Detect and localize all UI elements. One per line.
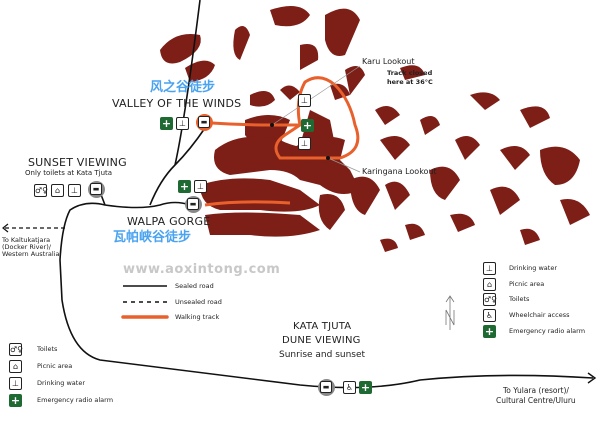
legend-left-alarm: Emergency radio alarm — [37, 396, 114, 404]
to-east-label-2: Cultural Centre/Uluru — [496, 396, 576, 405]
car-icon: ▬ — [320, 381, 332, 393]
watermark: www.aoxintong.com — [123, 262, 281, 277]
legend-unsealed-road: Unsealed road — [175, 298, 222, 306]
drinking-water-icon: ⊥ — [298, 137, 311, 150]
kata-tjuta-rocks — [160, 6, 590, 252]
picnic-icon: ⌂ — [51, 184, 64, 197]
wheelchair-icon: ♿ — [483, 309, 496, 322]
to-west-label-3: Western Australia — [2, 250, 60, 258]
dune-viewing-title-1: KATA TJUTA — [293, 321, 352, 332]
sunset-note: Only toilets at Kata Tjuta — [25, 169, 113, 177]
first-aid-icon: + — [160, 117, 173, 130]
legend-sealed-road: Sealed road — [175, 282, 214, 290]
karingana-lookout-label: Karingana Lookout — [362, 167, 437, 176]
first-aid-icon: + — [9, 394, 22, 407]
legend-right-water: Drinking water — [509, 264, 558, 272]
legend-left-toilets: Toilets — [37, 345, 58, 353]
karu-lookout-label: Karu Lookout — [362, 57, 415, 66]
car-icon: ▬ — [90, 183, 102, 195]
picnic-icon: ⌂ — [9, 360, 22, 373]
toilets-icon: ♂♀ — [483, 293, 498, 306]
legend-lines — [121, 285, 169, 319]
track-closed-note: Track closed — [387, 69, 433, 77]
legend-left-water: Drinking water — [37, 379, 86, 387]
walking-tracks — [204, 76, 360, 207]
to-west-label: To Kaltukatjara — [2, 236, 51, 244]
first-aid-icon: + — [483, 325, 496, 338]
lookout-leaders — [271, 65, 361, 173]
car-icon: ▬ — [187, 198, 199, 210]
toilets-icon: ♂♀ — [34, 184, 49, 197]
sunset-car-park[interactable]: ▬ — [88, 181, 105, 198]
wheelchair-icon: ♿ — [343, 381, 356, 394]
drinking-water-icon: ⊥ — [68, 184, 81, 197]
legend-right-toilets: Toilets — [509, 295, 530, 303]
legend-right-wheelchair: Wheelchair access — [509, 311, 570, 319]
west-arrowhead — [2, 223, 9, 233]
drinking-water-icon: ⊥ — [298, 94, 311, 107]
sunset-viewing-label: SUNSET VIEWING — [28, 156, 127, 169]
drinking-water-icon: ⊥ — [9, 377, 22, 390]
valley-chinese-label: 风之谷徒步 — [150, 80, 216, 95]
drinking-water-icon: ⊥ — [176, 117, 189, 130]
dune-viewing-note: Sunrise and sunset — [279, 350, 366, 360]
to-west-label-2: (Docker River)/ — [2, 243, 51, 251]
legend-left-picnic: Picnic area — [37, 362, 73, 370]
dune-car-park[interactable]: ▬ — [318, 379, 335, 396]
walpa-chinese-label: 瓦帕峡谷徒步 — [113, 230, 192, 245]
drinking-water-icon: ⊥ — [483, 262, 496, 275]
walpa-car-park[interactable]: ▬ — [185, 196, 202, 213]
picnic-icon: ⌂ — [483, 278, 496, 291]
valley-car-park[interactable]: ▬ — [196, 114, 213, 131]
toilets-icon: ♂♀ — [9, 343, 24, 356]
sealed-roads — [59, 0, 594, 389]
track-closed-note-2: here at 36°C — [387, 78, 433, 86]
first-aid-icon: + — [178, 180, 191, 193]
karu-lookout-point — [270, 123, 274, 127]
legend-right-alarm: Emergency radio alarm — [509, 327, 586, 335]
dune-viewing-title-2: DUNE VIEWING — [282, 335, 361, 346]
east-arrowhead — [587, 372, 597, 384]
first-aid-icon: + — [359, 381, 372, 394]
to-east-label: To Yulara (resort)/ — [503, 386, 569, 395]
karingana-lookout-point — [326, 156, 330, 160]
legend-walking-track: Walking track — [175, 313, 220, 321]
north-arrow-icon — [445, 295, 455, 330]
walpa-gorge-label: WALPA GORGE — [127, 215, 211, 228]
first-aid-icon: + — [301, 119, 314, 132]
valley-of-the-winds-label: VALLEY OF THE WINDS — [112, 97, 242, 110]
car-icon: ▬ — [198, 116, 210, 128]
drinking-water-icon: ⊥ — [194, 180, 207, 193]
legend-right-picnic: Picnic area — [509, 280, 545, 288]
